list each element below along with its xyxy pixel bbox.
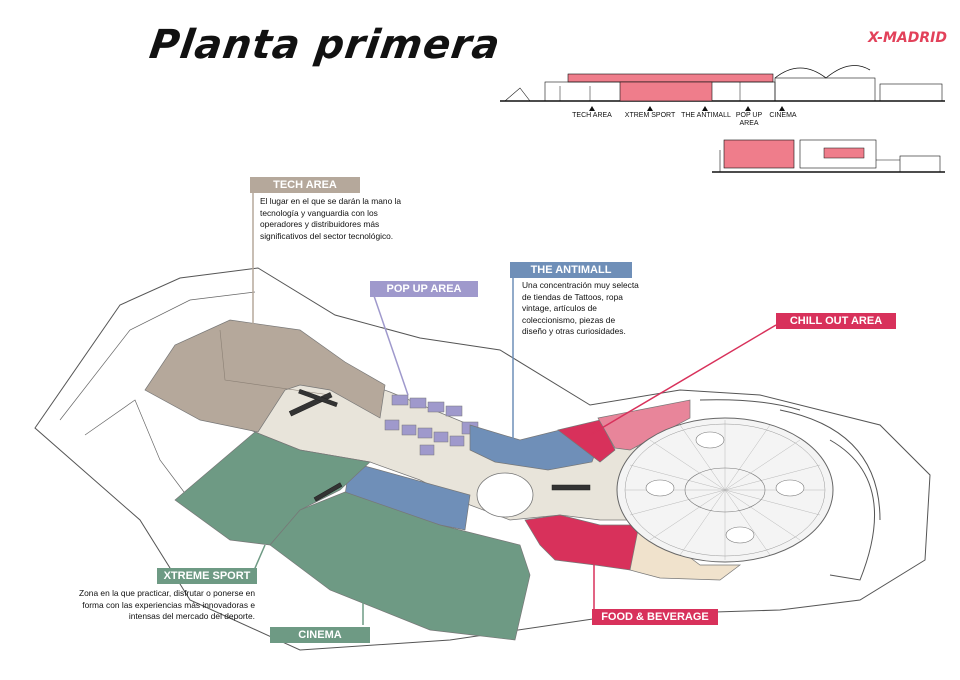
tag-xtreme-sport: XTREME SPORT xyxy=(157,568,257,584)
tag-popup-area: POP UP AREA xyxy=(370,281,478,297)
brand-logo: X-MADRID xyxy=(868,30,947,46)
antimall-zone-south xyxy=(344,461,471,531)
tag-cinema: CINEMA xyxy=(270,627,370,643)
popup-area-zone xyxy=(384,394,479,456)
desc-tech-area: El lugar en el que se darán la mano la t… xyxy=(260,196,402,241)
tag-tech-area: TECH AREA xyxy=(250,177,360,193)
xtreme-sport-zone xyxy=(174,431,371,546)
tag-antimall: THE ANTIMALL xyxy=(510,262,632,278)
desc-xtreme-sport: Zona en la que practicar, disfrutar o po… xyxy=(79,588,255,621)
dome-rotunda xyxy=(616,417,834,563)
elevation-label-cinema: CINEMA xyxy=(769,112,797,119)
tag-chillout-area: CHILL OUT AREA xyxy=(776,313,896,329)
building-outline xyxy=(34,267,931,651)
elevation-label-antimall: THE ANTIMALL xyxy=(681,112,731,119)
elevation-section xyxy=(712,139,945,173)
elevation-main xyxy=(500,65,945,102)
tech-area-zone xyxy=(144,319,386,433)
cinema-zone xyxy=(269,491,531,641)
desc-antimall: Una concentración muy selecta de tiendas… xyxy=(522,280,639,336)
tag-food-beverage: FOOD & BEVERAGE xyxy=(592,609,718,625)
elevation-label-xtrem: XTREM SPORT xyxy=(624,112,676,119)
chillout-zone xyxy=(557,419,616,463)
food-beverage-zone xyxy=(524,514,641,571)
elevation-label-tech: TECH AREA xyxy=(572,112,612,119)
